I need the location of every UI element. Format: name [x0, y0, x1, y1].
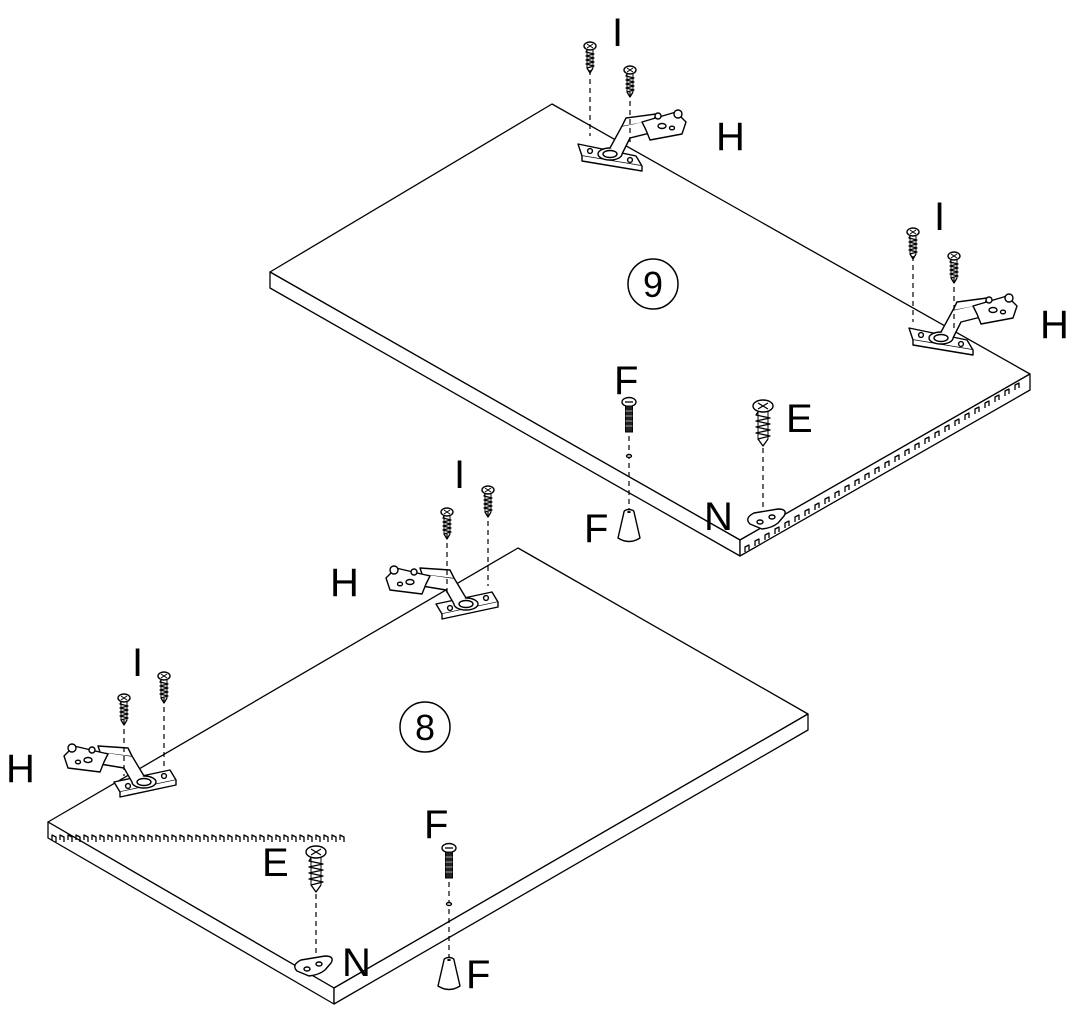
- label-plate-n-top: N: [704, 495, 733, 539]
- label-screw-e-top: E: [786, 397, 813, 441]
- label-screw-i-top-2: I: [934, 195, 945, 239]
- label-knob-f-bottom: F: [466, 953, 490, 997]
- door-number-top: 9: [643, 264, 663, 305]
- door-number-badge-top: 9: [627, 258, 679, 310]
- label-screw-f-top: F: [614, 359, 638, 403]
- screw-icon: [583, 41, 597, 74]
- label-hinge-h-top-1: H: [716, 115, 745, 159]
- label-screw-e-bottom: E: [262, 841, 289, 885]
- label-screw-f-bottom: F: [424, 803, 448, 847]
- door-number-bottom: 8: [415, 707, 435, 748]
- screw-icon: [906, 227, 920, 260]
- label-screw-i-bottom-1: I: [454, 453, 465, 497]
- knob-icon: [617, 508, 641, 543]
- door-panel-top: [269, 103, 1031, 557]
- label-plate-n-bottom: N: [342, 941, 371, 985]
- door-number-badge-bottom: 8: [399, 701, 451, 753]
- label-hinge-h-top-2: H: [1040, 303, 1067, 347]
- door-panel-bottom: [47, 547, 809, 1005]
- label-hinge-h-bottom-2: H: [6, 747, 35, 791]
- label-knob-f-top: F: [584, 507, 608, 551]
- label-hinge-h-bottom-1: H: [330, 561, 359, 605]
- label-screw-i-top-1: I: [612, 11, 623, 55]
- label-screw-i-bottom-2: I: [132, 641, 143, 685]
- knob-icon: [437, 956, 461, 991]
